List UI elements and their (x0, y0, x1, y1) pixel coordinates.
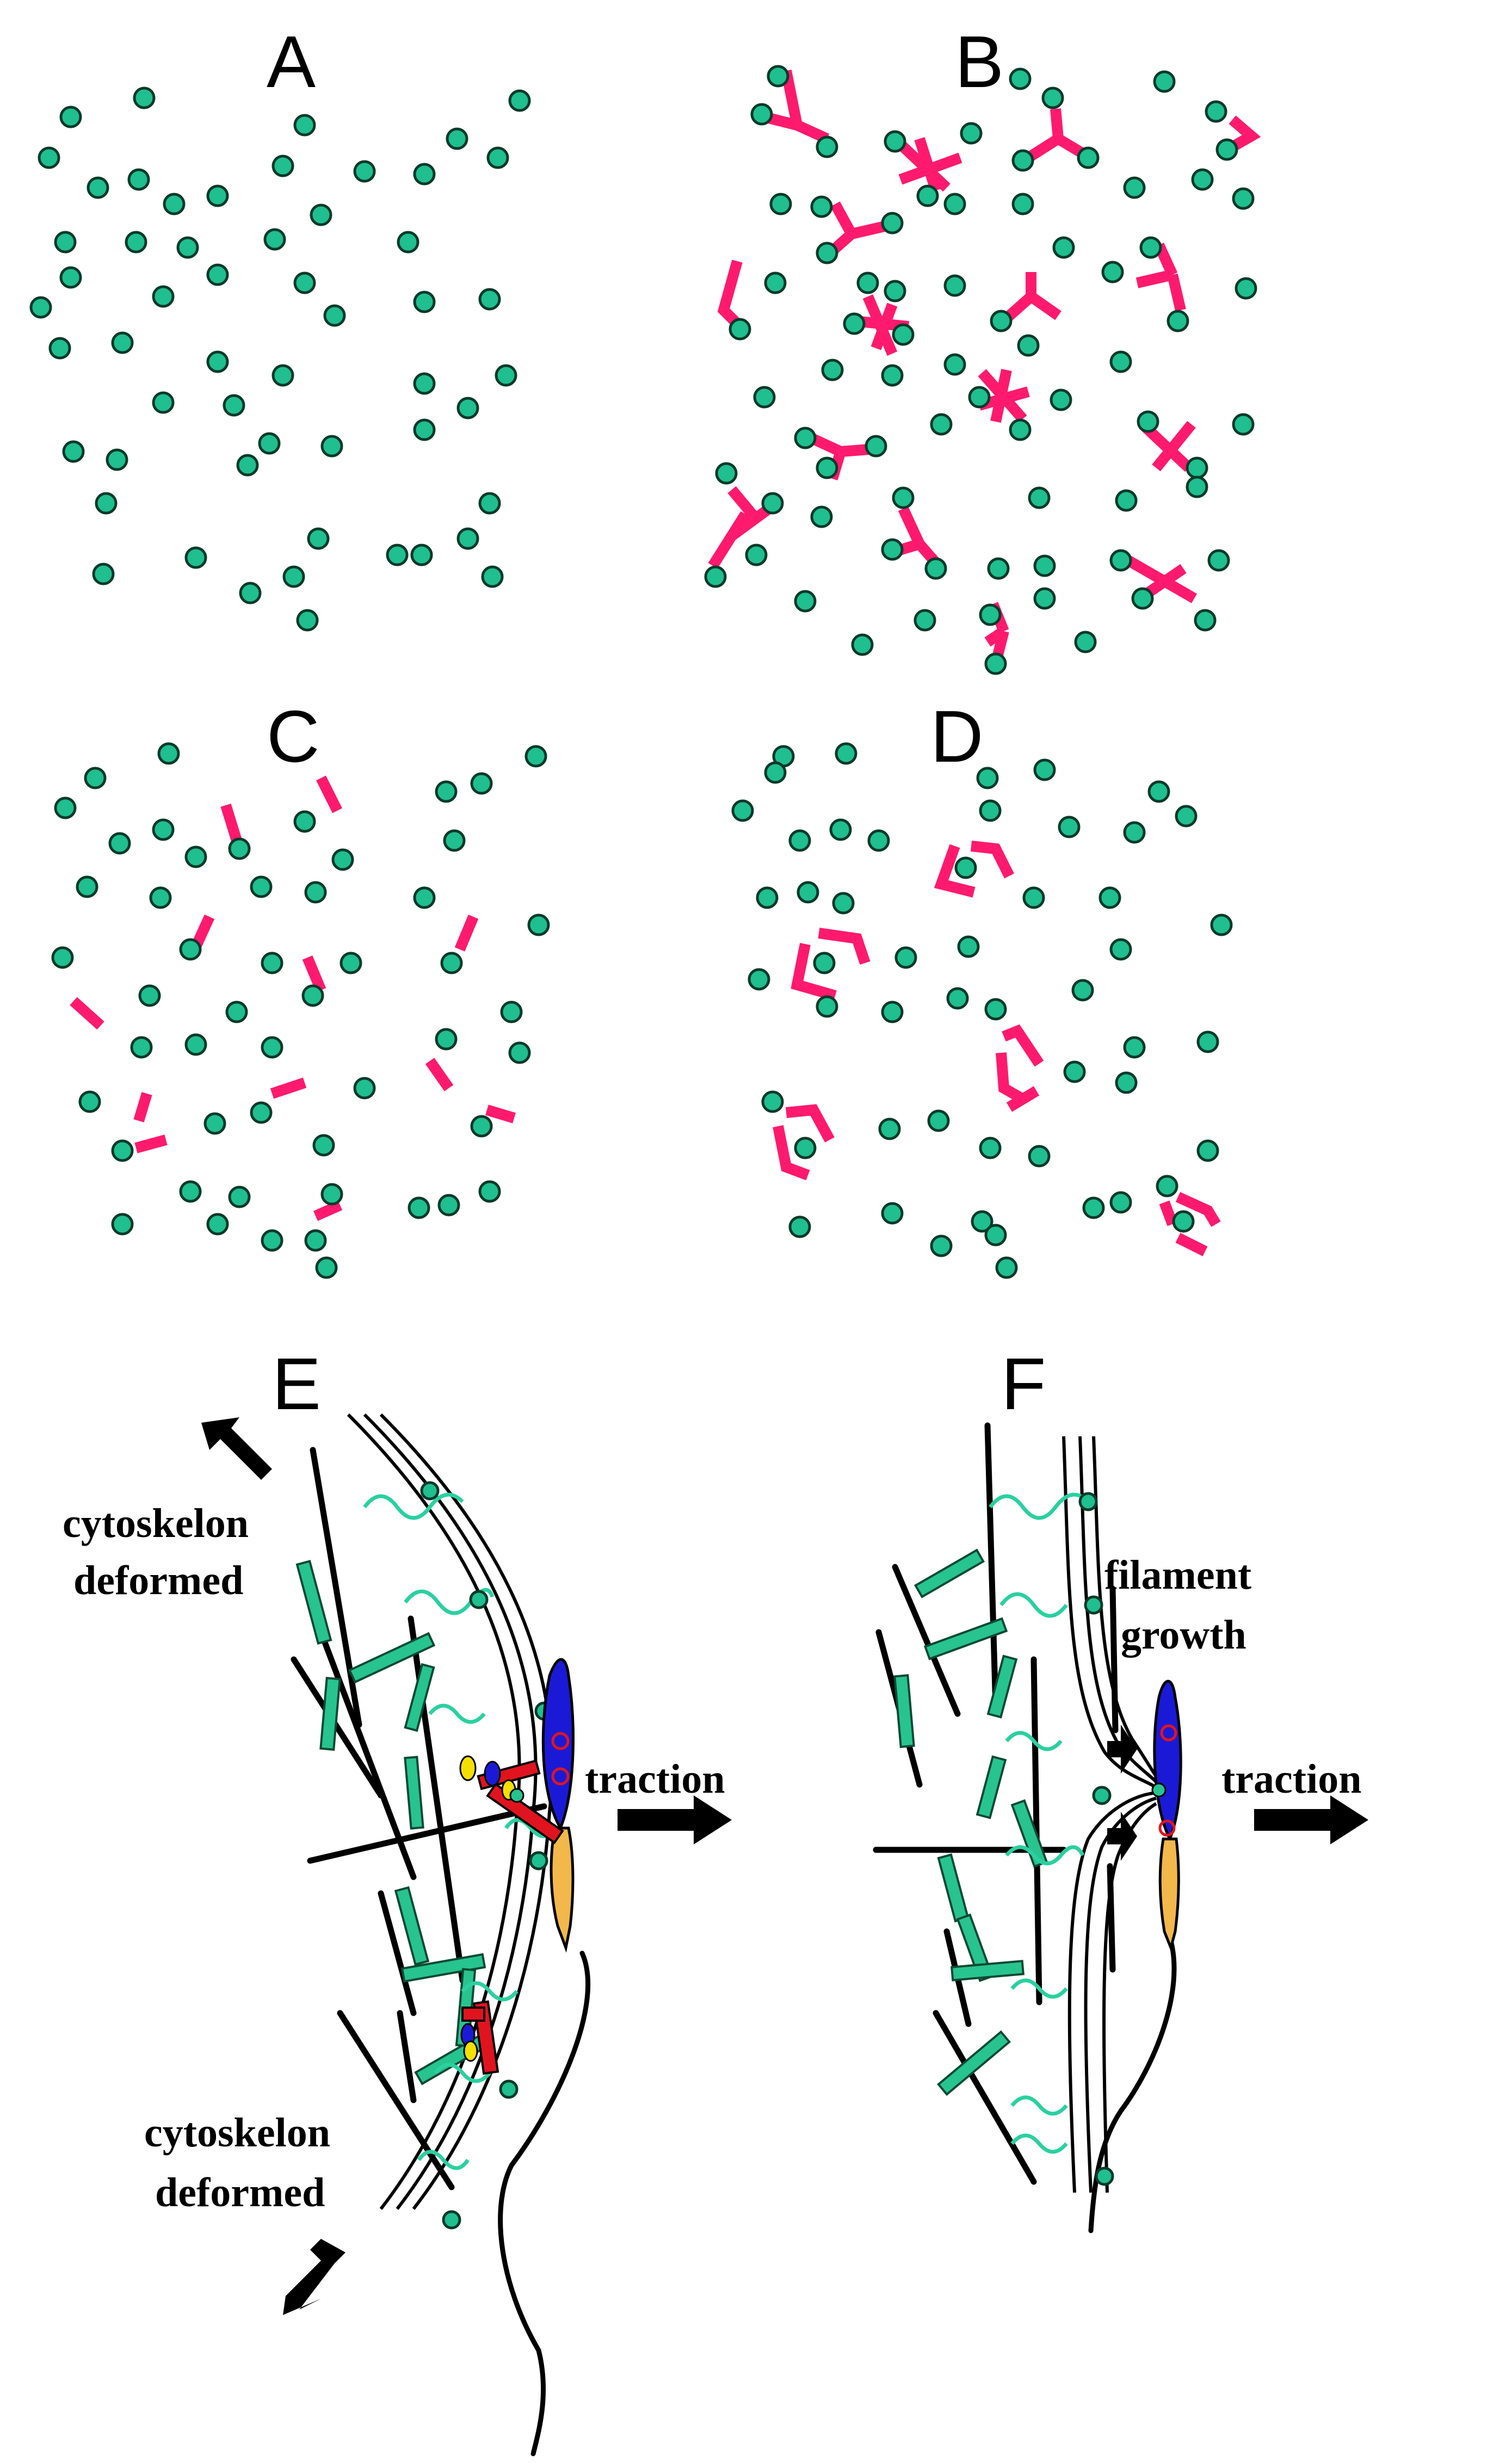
label-filament: filament (1104, 1552, 1251, 1598)
panel-f-adhesion-complex (1151, 1680, 1182, 1952)
panel-c-dots (51, 742, 550, 1279)
panel-f-membrane (1062, 1436, 1177, 2233)
panel-d-crosslinkers (773, 841, 1221, 1256)
panel-b-dots (704, 65, 1257, 675)
panel-label-c: C (267, 695, 320, 777)
panel-e-traction-arrow (618, 1795, 732, 1844)
panel-f-crosslink-rods (893, 1548, 1048, 2096)
panel-label-e: E (272, 1343, 321, 1425)
panel-d-dots (731, 742, 1233, 1279)
panel-e: E (63, 1343, 732, 2456)
label-cytoskelon-2: cytoskelon (144, 2110, 330, 2156)
panel-f-traction-arrow (1254, 1795, 1368, 1844)
panel-label-f: F (1001, 1343, 1046, 1425)
panel-e-attachment-dots (420, 1481, 554, 2230)
panel-e-adhesion-complex (459, 1658, 575, 1953)
panel-b-crosslinkers (708, 70, 1261, 665)
panel-e-wavy-linkers (363, 1492, 557, 2170)
panel-f-attachment-dots (1078, 1492, 1114, 2186)
label-growth: growth (1121, 1612, 1246, 1658)
label-deformed-2: deformed (155, 2170, 325, 2215)
panel-e-actin (291, 1447, 547, 2190)
panel-e-membrane (347, 1413, 591, 2456)
panel-f-growth-arrows (1107, 1725, 1137, 1861)
panel-a-dots (29, 87, 531, 632)
label-traction-f: traction (1221, 1756, 1361, 1802)
panel-label-b: B (955, 21, 1004, 103)
label-deformed-1: deformed (73, 1558, 243, 1603)
panel-f-wavy-linkers (989, 1492, 1090, 2154)
panel-e-deformation-arrow-top (201, 1417, 272, 1480)
panel-d: D (731, 695, 1233, 1279)
panel-label-d: D (930, 695, 984, 777)
panel-f: F (873, 1343, 1368, 2233)
panel-label-a: A (267, 21, 316, 103)
panel-c-crosslinkers (70, 775, 516, 1221)
panel-e-deformation-arrow-bottom (283, 2239, 345, 2315)
label-cytoskelon-1: cytoskelon (63, 1501, 249, 1546)
panel-c: C (51, 695, 550, 1279)
panel-f-actin (873, 1422, 1119, 2185)
panel-b: B (704, 21, 1261, 675)
panel-e-adhesion-complex-lower (460, 2000, 499, 2075)
label-traction-e: traction (585, 1756, 725, 1802)
panel-a: A (29, 21, 531, 632)
